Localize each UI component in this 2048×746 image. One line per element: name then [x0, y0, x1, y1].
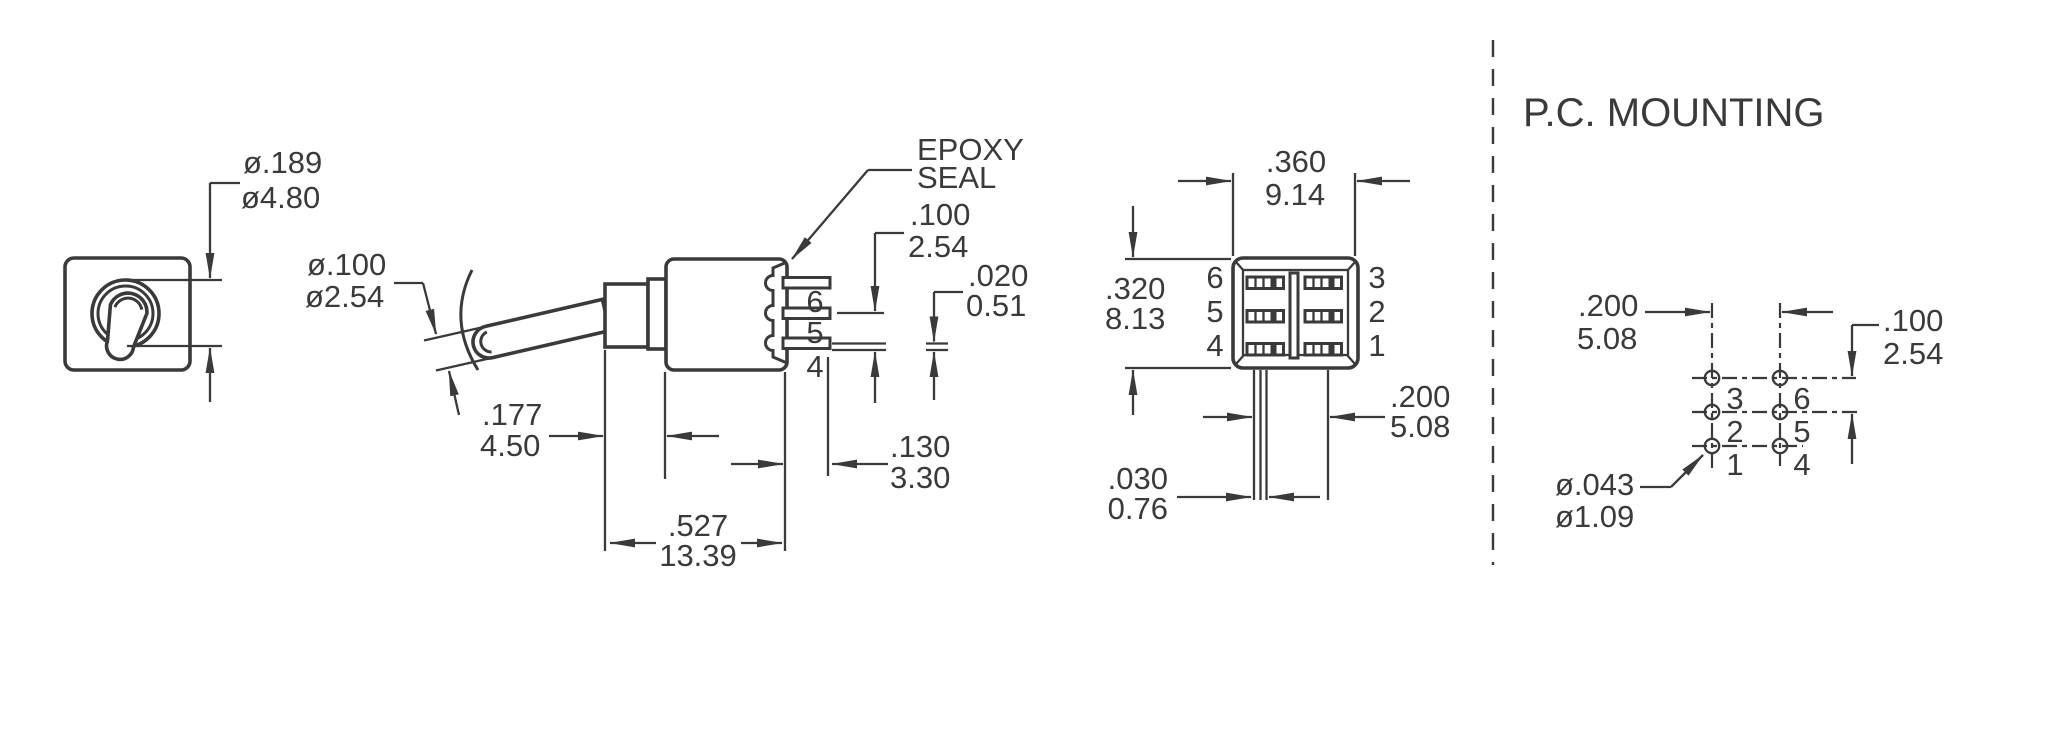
pin-label-3-bottom: 3: [1368, 260, 1385, 295]
pin-label-4-bottom: 4: [1206, 328, 1223, 363]
pin-label-4-side: 4: [806, 349, 823, 384]
lever-tip-inner-arc: [479, 330, 492, 354]
bottom-pin-thickness-dimension: .030 0.76: [1108, 461, 1320, 526]
pin-thickness-dimension: .020 0.51: [832, 258, 1028, 400]
pin-label-1-bottom: 1: [1368, 328, 1385, 363]
dim-pin-len-inch: .130: [890, 429, 950, 464]
pc-mounting-view: P.C. MOUNTING 3 2 1 6 5 4 .200 5.08: [1491, 40, 1943, 565]
terminal-pads: [1245, 275, 1343, 357]
pin-label-2-bottom: 2: [1368, 294, 1385, 329]
hole-2: [1703, 403, 1721, 421]
dim-body-width-inch: .360: [1266, 144, 1326, 179]
terminal-row-3: [1245, 342, 1343, 357]
dim-body-height-mm: 8.13: [1105, 301, 1165, 336]
dim-bushing-len-inch: .177: [482, 397, 542, 432]
dim-hole-dia-mm: ø1.09: [1555, 499, 1634, 534]
pin-pitch-dimension: .100 2.54: [837, 197, 970, 403]
epoxy-label-line1: EPOXY: [917, 132, 1024, 167]
dim-hole-dia-inch: ø.043: [1555, 467, 1634, 502]
bushing-collar: [603, 282, 650, 349]
side-extension-lines: [603, 350, 830, 551]
center-slot: [1288, 271, 1300, 360]
hole-1: [1703, 437, 1721, 455]
dim-pc-row-mm: 2.54: [1883, 336, 1943, 371]
pin-label-5-side: 5: [806, 315, 823, 350]
dim-body-height-inch: .320: [1105, 271, 1165, 306]
pc-mounting-title: P.C. MOUNTING: [1523, 91, 1825, 135]
epoxy-seal-callout: EPOXY SEAL: [791, 132, 1024, 260]
bottom-view: .360 9.14 .320 8.13: [1105, 144, 1450, 526]
body-width-dimension: .360 9.14: [1178, 144, 1410, 256]
hole-centerlines: [1692, 303, 1858, 468]
dim-pin-pitch-inch: .100: [910, 197, 970, 232]
pad-label-1: 1: [1726, 447, 1743, 482]
pc-col-spacing-dimension: .200 5.08: [1577, 288, 1833, 356]
bottom-extension-lines: [1252, 370, 1330, 500]
row-spacing-dimension: .200 5.08: [1203, 379, 1450, 444]
epoxy-seal-edge: [764, 260, 788, 365]
dim-lever-dia-mm: ø2.54: [305, 279, 384, 314]
hole-diameter-callout: ø.043 ø1.09: [1555, 454, 1704, 534]
terminal-row-1: [1245, 275, 1343, 290]
dim-pin-thickness-mm: 0.51: [966, 288, 1026, 323]
pad-label-4: 4: [1793, 447, 1810, 482]
dim-body-len-mm: 13.39: [659, 538, 737, 573]
dim-bottom-thickness-mm: 0.76: [1108, 491, 1168, 526]
body-height-dimension: .320 8.13: [1105, 206, 1231, 415]
pin-label-5-bottom: 5: [1206, 294, 1223, 329]
epoxy-label-line2: SEAL: [917, 160, 996, 195]
dim-pc-col-inch: .200: [1578, 288, 1638, 323]
body-length-dimension: .527 13.39: [609, 508, 783, 573]
pin-5-side: [781, 306, 832, 320]
dim-body-width-mm: 9.14: [1265, 177, 1325, 212]
pad-label-6: 6: [1793, 381, 1810, 416]
dim-lever-dia-inch: ø.100: [307, 247, 386, 282]
pin-length-dimension: .130 3.30: [731, 429, 950, 495]
toggle-lever: [471, 297, 612, 360]
dim-pin-pitch-mm: 2.54: [908, 229, 968, 264]
dim-row-spacing-inch: .200: [1390, 379, 1450, 414]
pin-label-6-bottom: 6: [1206, 260, 1223, 295]
dim-pc-col-mm: 5.08: [1577, 321, 1637, 356]
toggle-bat-inner-arc: [113, 296, 144, 310]
dim-bottom-thickness-inch: .030: [1108, 461, 1168, 496]
terminal-row-2: [1245, 309, 1343, 324]
dim-pc-row-inch: .100: [1883, 303, 1943, 338]
dim-bushing-len-mm: 4.50: [480, 428, 540, 463]
dim-row-spacing-mm: 5.08: [1390, 409, 1450, 444]
dim-toggle-dia-inch: ø.189: [243, 145, 322, 180]
pad-label-5: 5: [1793, 414, 1810, 449]
side-view: ø.100 ø2.54 6 5 4 EPOXY SEAL: [305, 132, 1028, 573]
lever-swing-arc: [459, 269, 480, 371]
pin-6-side: [781, 276, 832, 290]
hole-4: [1771, 437, 1789, 455]
dim-pin-len-mm: 3.30: [890, 460, 950, 495]
front-diameter-dimension: ø.189 ø4.80: [127, 145, 322, 402]
pin-label-6-side: 6: [806, 284, 823, 319]
dim-body-len-inch: .527: [668, 508, 728, 543]
pin-4-side: [781, 336, 832, 350]
mounting-holes: [1703, 369, 1789, 455]
bushing-flange: [646, 277, 668, 351]
pad-label-3: 3: [1726, 381, 1743, 416]
dim-toggle-dia-mm: ø4.80: [241, 180, 320, 215]
hole-5: [1771, 403, 1789, 421]
hole-3: [1703, 369, 1721, 387]
front-view: ø.189 ø4.80: [63, 145, 322, 402]
bushing-length-dimension: .177 4.50: [480, 397, 719, 463]
dim-pin-thickness-inch: .020: [968, 258, 1028, 293]
pad-label-2: 2: [1726, 414, 1743, 449]
hole-6: [1771, 369, 1789, 387]
pc-row-spacing-dimension: .100 2.54: [1847, 303, 1943, 464]
